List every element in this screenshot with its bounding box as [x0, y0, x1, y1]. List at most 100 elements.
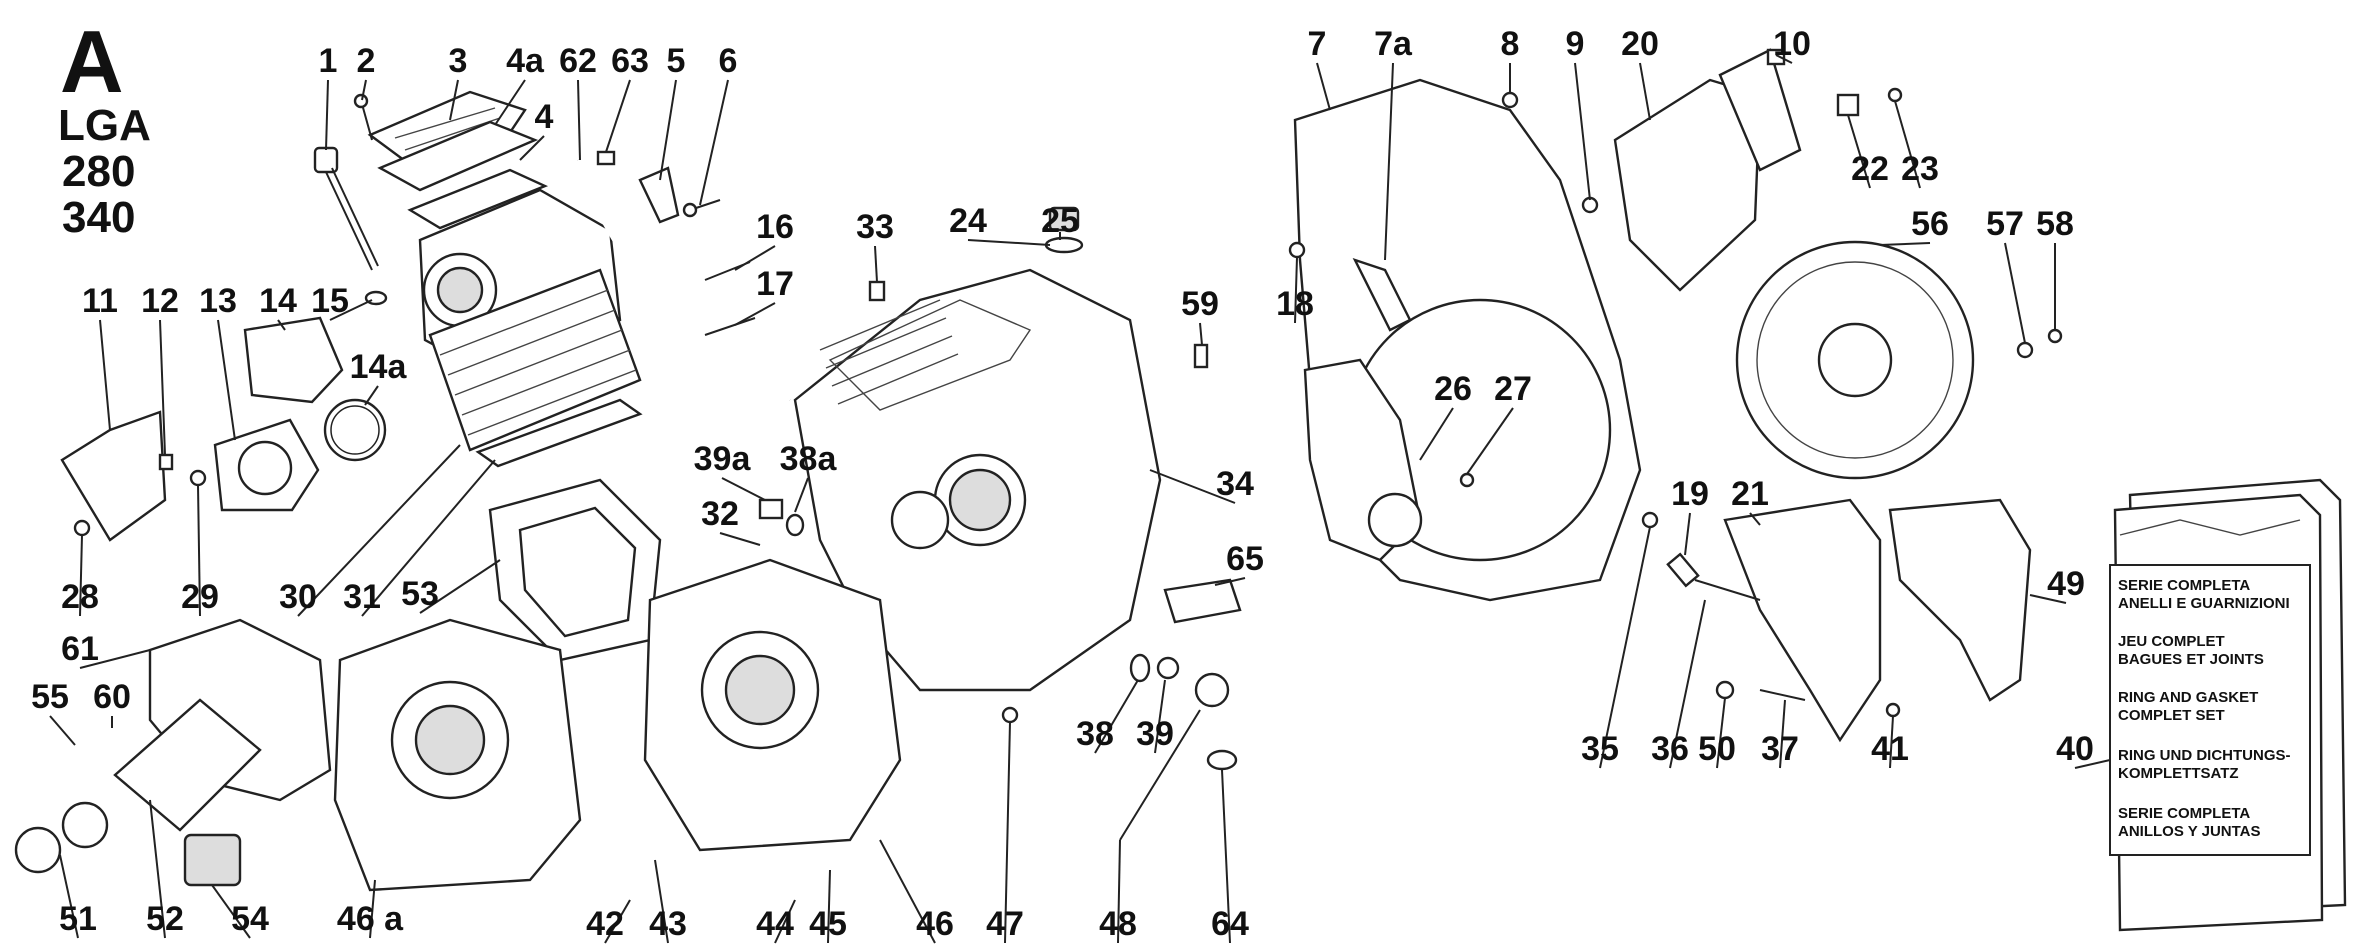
model-variant-340: 340	[62, 193, 135, 242]
part-gasket-14	[243, 316, 344, 404]
callout-34: 34	[1216, 465, 1254, 503]
part-screw-59	[1193, 343, 1209, 369]
callout-65: 65	[1226, 540, 1264, 578]
leader-line-4	[519, 135, 545, 161]
callout-8: 8	[1501, 25, 1520, 63]
callout-19: 19	[1671, 475, 1709, 513]
part-sleeve-33	[868, 280, 886, 302]
leader-line-46a	[369, 879, 376, 939]
callout-14a: 14a	[350, 348, 408, 386]
callout-38: 38	[1076, 715, 1114, 753]
model-variant-280: 280	[62, 147, 135, 196]
leader-line-56	[1879, 242, 1931, 246]
callout-39a: 39a	[694, 440, 752, 478]
part-nut-22	[1836, 93, 1860, 117]
leader-line-31	[361, 459, 496, 617]
part-screw-9	[1581, 196, 1599, 214]
part-screw-58	[2047, 328, 2063, 344]
callout-56: 56	[1911, 205, 1949, 243]
kit-label-es-2: ANILLOS Y JUNTAS	[2118, 823, 2261, 840]
callout-52: 52	[146, 900, 184, 938]
leader-line-32	[719, 532, 761, 546]
part-bolt-6	[682, 199, 721, 218]
leader-line-47	[1004, 721, 1011, 944]
callout-36: 36	[1651, 730, 1689, 768]
kit-label-es-1: SERIE COMPLETA	[2118, 805, 2250, 822]
callout-9: 9	[1566, 25, 1585, 63]
leader-line-4a	[494, 79, 526, 126]
callout-1: 1	[319, 42, 338, 80]
leader-line-38a	[794, 477, 809, 513]
leader-line-57	[2004, 242, 2026, 344]
part-nut-12	[158, 453, 174, 471]
callout-59: 59	[1181, 285, 1219, 323]
leader-line-21	[1749, 512, 1761, 526]
leader-line-52	[149, 799, 166, 939]
part-housing-52	[113, 618, 332, 832]
kit-label-en-1: RING AND GASKET	[2118, 689, 2258, 706]
callout-33: 33	[856, 208, 894, 246]
callout-39: 39	[1136, 715, 1174, 753]
callout-42: 42	[586, 905, 624, 943]
leader-line-44	[774, 899, 796, 944]
leader-line-45	[827, 869, 831, 944]
part-crankcase-fins	[819, 299, 959, 405]
kit-label-de-1: RING UND DICHTUNGS-	[2118, 747, 2291, 764]
leader-line-1	[325, 79, 329, 151]
leader-line-33	[874, 245, 878, 283]
callout-23: 23	[1901, 150, 1939, 188]
leader-line-46	[879, 839, 936, 944]
leader-line-63	[605, 79, 631, 153]
part-cover-46a	[333, 618, 582, 892]
callout-28: 28	[61, 578, 99, 616]
leader-line-35	[1599, 526, 1651, 769]
leader-line-19	[1684, 512, 1691, 556]
part-clip-63	[596, 150, 616, 166]
leader-line-62	[577, 79, 581, 161]
leader-line-16	[734, 245, 776, 271]
leader-line-9	[1574, 62, 1591, 201]
leader-line-49	[2029, 594, 2067, 604]
kit-label-it-2: ANELLI E GUARNIZIONI	[2118, 595, 2290, 612]
callout-20: 20	[1621, 25, 1659, 63]
part-drawings	[14, 48, 2063, 892]
callout-40: 40	[2056, 730, 2094, 768]
kit-label-fr-2: BAGUES ET JOINTS	[2118, 651, 2264, 668]
callout-29: 29	[181, 578, 219, 616]
part-bracket-5	[638, 166, 680, 224]
leader-lines	[49, 54, 2111, 944]
leader-line-14a	[364, 385, 379, 406]
callout-24: 24	[949, 202, 987, 240]
leader-line-15	[329, 299, 373, 321]
part-bearing-54	[183, 833, 242, 887]
callout-51: 51	[59, 900, 97, 938]
callout-32: 32	[701, 495, 739, 533]
part-guard-49	[1888, 498, 2032, 702]
part-cover-gasket	[377, 120, 539, 192]
leader-line-53	[419, 559, 501, 614]
kit-label-de-2: KOMPLETTSATZ	[2118, 765, 2239, 782]
model-name: LGA	[58, 101, 151, 150]
leader-line-40	[2074, 759, 2111, 769]
part-rod-17	[704, 317, 756, 336]
part-plug-39a	[758, 498, 784, 520]
part-spacer-37	[1759, 689, 1806, 701]
part-fan-shroud	[1293, 78, 1642, 602]
callout-31: 31	[343, 578, 381, 616]
leader-line-55	[49, 715, 76, 746]
part-plug-47	[1001, 706, 1019, 724]
gasket-kit-box: SERIE COMPLETA ANELLI E GUARNIZIONI JEU …	[2109, 478, 2347, 932]
part-support-7a	[1352, 257, 1412, 332]
leader-line-11	[99, 319, 111, 431]
callout-38a: 38a	[780, 440, 838, 478]
kit-label-it-1: SERIE COMPLETA	[2118, 577, 2250, 594]
callout-6: 6	[719, 42, 738, 80]
part-ring-38a	[785, 513, 805, 537]
part-washer-57	[2016, 341, 2034, 359]
leader-line-12	[159, 319, 166, 456]
part-screw-2	[353, 93, 373, 141]
callout-46a: 46 a	[337, 900, 404, 938]
